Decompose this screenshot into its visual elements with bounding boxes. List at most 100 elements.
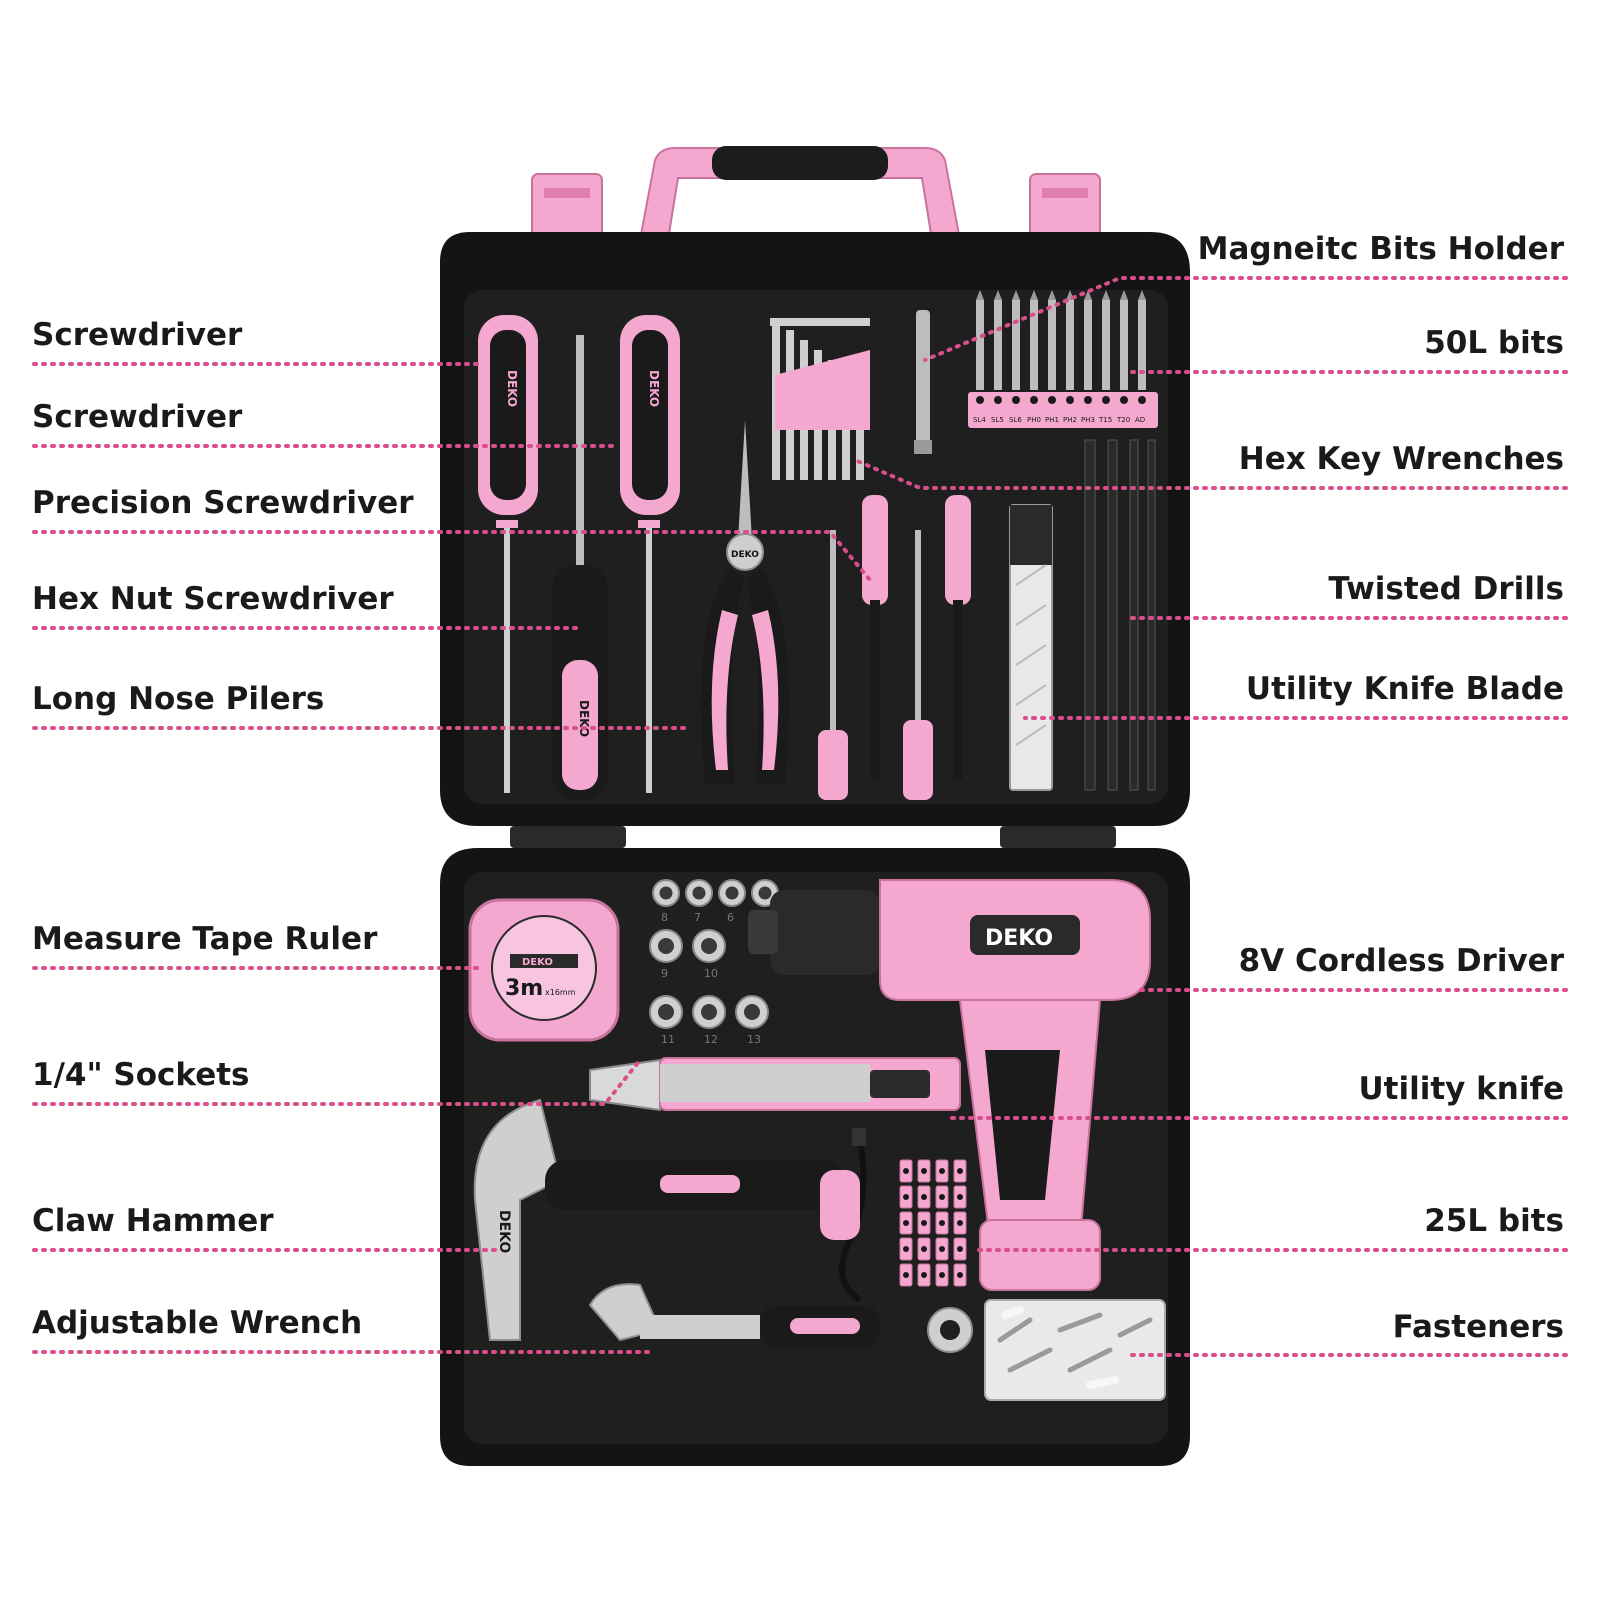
socket-size-label: 13 [747, 1033, 761, 1046]
bit-25l-tip [957, 1220, 963, 1226]
hex-key-wrenches [770, 318, 870, 480]
socket-hole [701, 1004, 717, 1020]
bit-25l-tip [903, 1272, 909, 1278]
driver-brand-text: DEKO [985, 926, 1053, 951]
socket-size-label: 11 [661, 1033, 675, 1046]
bit-50l [1102, 300, 1110, 390]
label-twisted-drills: Twisted Drills [1328, 571, 1564, 607]
label-hex-key-wrenches: Hex Key Wrenches [1238, 441, 1564, 477]
label-precision-screwdriver: Precision Screwdriver [32, 485, 414, 521]
tape-size-text: 3m [505, 976, 543, 1001]
case-handle [628, 146, 972, 246]
label-25l-bits: 25L bits [1424, 1203, 1564, 1239]
label-hex-nut-screwdriver: Hex Nut Screwdriver [32, 581, 394, 617]
deko-logo-text: DEKO [505, 370, 519, 407]
bit-size-label: SL6 [1009, 416, 1022, 424]
socket-set: 8765910111213 [649, 879, 779, 1046]
label-claw-hammer: Claw Hammer [32, 1203, 274, 1239]
bit-50l [976, 300, 984, 390]
label-fasteners: Fasteners [1392, 1309, 1564, 1345]
deko-logo-text: DEKO [577, 700, 591, 737]
bit-25l-tip [921, 1272, 927, 1278]
bit-marker [1120, 396, 1128, 404]
bit-25l-tip [939, 1272, 945, 1278]
screwdriver-1: DEKO [478, 315, 538, 793]
bit-marker [1084, 396, 1092, 404]
screwdriver-2: DEKO [620, 315, 680, 793]
bit-25l-tip [903, 1168, 909, 1174]
bits-set-25l [899, 1159, 967, 1287]
label-utility-knife-blade: Utility Knife Blade [1245, 671, 1564, 707]
long-nose-pliers: DEKO [700, 420, 790, 785]
bit-tip [1102, 290, 1110, 300]
bit-50l [994, 300, 1002, 390]
bit-25l-tip [957, 1272, 963, 1278]
bit-25l-tip [957, 1194, 963, 1200]
socket-hole [701, 938, 717, 954]
bit-size-label: SL4 [973, 416, 986, 424]
bit-50l [1030, 300, 1038, 390]
bit-25l-tip [903, 1246, 909, 1252]
bit-size-label: PH1 [1045, 416, 1059, 424]
bit-25l-tip [903, 1194, 909, 1200]
bit-marker [1102, 396, 1110, 404]
bit-tip [994, 290, 1002, 300]
bit-tip [976, 290, 984, 300]
tape-sub-text: x16mm [545, 988, 576, 997]
bit-50l [1138, 300, 1146, 390]
latch-left-icon [531, 173, 603, 245]
bit-50l [1120, 300, 1128, 390]
bit-marker [1138, 396, 1146, 404]
bit-25l-tip [939, 1194, 945, 1200]
bit-size-label: SL5 [991, 416, 1004, 424]
bit-marker [994, 396, 1002, 404]
bit-25l-tip [957, 1168, 963, 1174]
precision-screwdrivers [818, 495, 971, 800]
bit-25l-tip [939, 1220, 945, 1226]
label-magnetic-bits-holder: Magneitc Bits Holder [1197, 231, 1564, 267]
bit-25l-tip [957, 1246, 963, 1252]
socket-size-label: 6 [727, 911, 734, 924]
cordless-driver: DEKO [748, 879, 1151, 1291]
label-long-nose-pliers: Long Nose Pilers [32, 681, 325, 717]
bit-marker [1048, 396, 1056, 404]
bit-tip [1048, 290, 1056, 300]
socket-hole [692, 886, 706, 900]
adjustable-wrench [588, 1283, 973, 1353]
bit-50l [1066, 300, 1074, 390]
bit-50l [1048, 300, 1056, 390]
deko-logo-text: DEKO [496, 1210, 512, 1253]
label-utility-knife: Utility knife [1358, 1071, 1564, 1107]
label-sockets: 1/4" Sockets [32, 1057, 250, 1093]
charger-cable [839, 1128, 867, 1303]
socket-size-label: 9 [661, 967, 668, 980]
leader-lines [32, 276, 1568, 1357]
bit-25l-tip [939, 1168, 945, 1174]
utility-knife-blade-pack [1009, 504, 1053, 791]
bit-25l-tip [921, 1246, 927, 1252]
bit-size-label: AD [1135, 416, 1145, 424]
socket-hole [758, 886, 772, 900]
bit-50l [1084, 300, 1092, 390]
bit-size-label: T20 [1116, 416, 1130, 424]
socket-hole [658, 938, 674, 954]
socket-hole [659, 886, 673, 900]
socket-size-label: 10 [704, 967, 718, 980]
bit-25l-tip [921, 1220, 927, 1226]
bit-tip [1120, 290, 1128, 300]
deko-logo-text: DEKO [731, 550, 759, 560]
bit-tip [1138, 290, 1146, 300]
bit-marker [1066, 396, 1074, 404]
socket-size-label: 8 [661, 911, 668, 924]
bit-25l-tip [921, 1194, 927, 1200]
claw-hammer: DEKO [473, 1098, 860, 1341]
label-screwdriver-2: Screwdriver [32, 399, 243, 435]
bit-marker [976, 396, 984, 404]
label-adjustable-wrench: Adjustable Wrench [32, 1305, 363, 1341]
bit-tip [1030, 290, 1038, 300]
bit-25l-tip [939, 1246, 945, 1252]
bit-50l [1012, 300, 1020, 390]
bit-25l-tip [921, 1168, 927, 1174]
socket-hole [725, 886, 739, 900]
